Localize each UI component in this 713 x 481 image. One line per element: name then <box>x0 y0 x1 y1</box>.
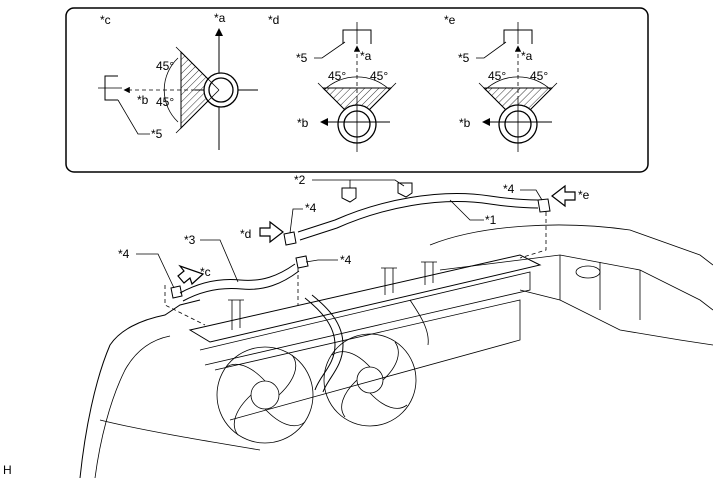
view-d-angle-arc <box>323 76 391 91</box>
label-part-2: *2 <box>294 173 306 187</box>
view-e-arrow <box>551 184 576 208</box>
view-d-angle-left: 45° <box>328 69 346 83</box>
view-e-ref-label: *5 <box>458 51 470 65</box>
label-view-e: *e <box>578 188 590 202</box>
view-d-label: *d <box>268 13 279 27</box>
leader-part-2b <box>350 179 405 187</box>
reservoir-cap <box>575 265 601 279</box>
clip-4-d-upper <box>283 231 297 246</box>
figure-code: H <box>3 463 12 477</box>
part-3-hose <box>179 263 300 302</box>
view-c-angle-upper: 45° <box>156 59 174 73</box>
view-e-ref-leader <box>476 41 507 59</box>
leader-clip-4-d-upper <box>289 208 303 234</box>
cooling-fan-left-hub <box>250 380 280 410</box>
vehicle-lower-panel <box>99 419 261 451</box>
lower-hose-inner <box>311 294 344 393</box>
part-4-clips <box>170 198 551 299</box>
bracket-post-left <box>228 299 244 330</box>
view-d: *d *5 *a 45° 45° *b <box>268 13 397 152</box>
cooling-fan-right <box>323 333 417 427</box>
clip-4-d-lower <box>295 255 309 269</box>
label-part-3: *3 <box>184 233 196 247</box>
part-1-tube-lower-edge <box>299 201 539 241</box>
part-2-clip-left <box>341 187 357 203</box>
callout-leaders <box>136 179 543 289</box>
label-view-c: *c <box>200 265 211 279</box>
label-clip-4-d-lower: *4 <box>340 253 352 267</box>
part-2-clips <box>341 182 413 203</box>
label-clip-4-left: *4 <box>118 247 130 261</box>
engine-bay-illustration <box>79 224 713 479</box>
view-c-angle-guide-upper <box>175 46 220 91</box>
view-e-axis-a-label: *a <box>521 49 533 63</box>
view-c: *c *a *b 45° 45° *5 <box>98 11 258 150</box>
lower-hose <box>304 297 336 391</box>
view-d-axis-a-label: *a <box>360 49 372 63</box>
leader-part-2 <box>312 179 351 188</box>
inset-panel: *c *a *b 45° 45° *5 <box>65 7 649 173</box>
cooling-fan-right-hub <box>356 366 384 394</box>
engine-block <box>439 254 713 311</box>
radiator-support-lower <box>199 271 531 366</box>
view-e-angle-left: 45° <box>488 69 506 83</box>
alignment-dashes <box>164 212 547 326</box>
cooling-fan-left <box>216 346 314 444</box>
view-c-angle-guide-lower <box>175 89 220 134</box>
engine-cover <box>429 224 713 266</box>
view-c-tube-inner <box>208 77 234 103</box>
leader-clip-4-left <box>136 253 175 289</box>
label-clip-4-right: *4 <box>503 182 515 196</box>
view-c-axis-b-label: *b <box>137 93 149 107</box>
label-clip-4-d-upper: *4 <box>305 201 317 215</box>
bracket-post-mid <box>381 267 397 295</box>
label-part-1: *1 <box>485 213 497 227</box>
view-d-arrow <box>259 220 284 244</box>
view-c-arrow <box>177 264 205 286</box>
view-arrows <box>177 184 576 286</box>
leader-part-3 <box>200 239 239 283</box>
view-c-label: *c <box>100 13 111 27</box>
dash-right <box>519 212 547 259</box>
part-1-tube <box>297 193 539 241</box>
bracket-post-right <box>421 261 437 285</box>
view-e: *e *5 *a 45° 45° *b <box>444 13 558 152</box>
clip-4-left <box>170 285 183 299</box>
view-c-ref-label: *5 <box>151 127 163 141</box>
leader-part-1 <box>449 199 484 221</box>
engine-detail-1 <box>559 255 641 320</box>
clip-4-right <box>537 198 551 213</box>
part-2-clip-right <box>397 182 413 198</box>
callout-labels: *2 *1 *3 *4 *4 *4 *4 *c *d *e <box>118 173 590 279</box>
view-d-ref-leader <box>314 41 346 59</box>
view-d-axis-b-label: *b <box>297 116 309 130</box>
radiator-support <box>188 254 542 343</box>
view-c-ref-leader <box>117 99 150 135</box>
view-e-axis-b-label: *b <box>459 116 471 130</box>
label-view-d: *d <box>240 227 251 241</box>
dash-left <box>164 285 206 326</box>
view-e-angle-arc <box>484 76 552 91</box>
radiator-core <box>214 299 521 421</box>
view-c-angle-lower: 45° <box>156 95 174 109</box>
cooling-fan-left-blades <box>224 354 306 436</box>
leader-clip-4-d-lower <box>305 259 338 263</box>
vehicle-fender-line <box>94 335 171 479</box>
leader-clip-4-right <box>520 189 543 201</box>
view-e-angle-right: 45° <box>530 69 548 83</box>
part-1-tube-upper-edge <box>297 193 539 233</box>
part-3-hose-upper-edge <box>179 263 296 294</box>
view-d-angle-right: 45° <box>370 69 388 83</box>
part-3-hose-lower-edge <box>182 270 300 302</box>
view-d-ref-label: *5 <box>296 51 308 65</box>
view-e-label: *e <box>444 13 456 27</box>
cooling-fan-right-blades <box>331 341 408 418</box>
view-c-axis-a-label: *a <box>214 11 226 25</box>
vehicle-body-outline <box>79 299 201 479</box>
engine-right-edge <box>519 289 713 346</box>
connector-pipe <box>409 299 429 346</box>
